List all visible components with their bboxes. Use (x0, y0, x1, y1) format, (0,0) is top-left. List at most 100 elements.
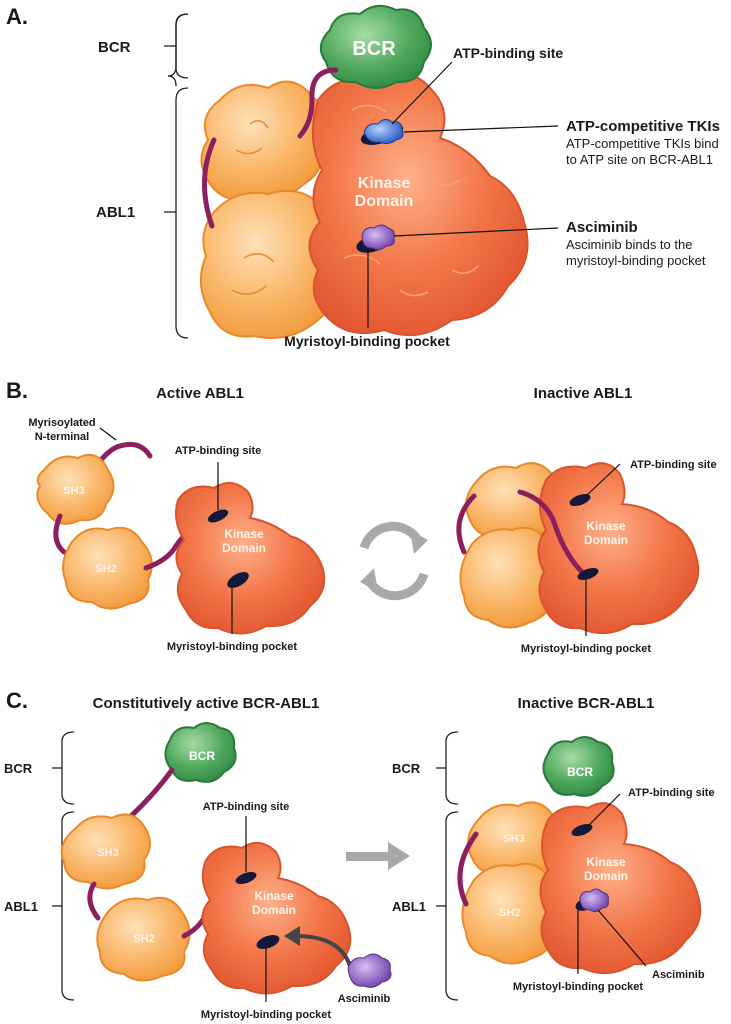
panel-a-letter: A. (6, 4, 28, 29)
kinase-label-1-a: Kinase (358, 175, 411, 192)
myr-nterm-leader (99, 427, 117, 441)
sh3-sh2-linker-c-left (87, 881, 101, 921)
bcr-brace-label: BCR (98, 39, 131, 56)
linker-b-inactive (456, 493, 477, 555)
atp-site-label-b-inactive: ATP-binding site (630, 459, 717, 471)
myr-nterm-label-1: Myrisoylated (28, 417, 95, 429)
kinase-domain-c-right (539, 802, 702, 975)
atp-site-label-a: ATP-binding site (453, 45, 563, 61)
sh2-label-c-left: SH2 (133, 933, 154, 945)
atp-pocket-c-right (571, 823, 593, 837)
transition-arrow-shaft (346, 852, 390, 861)
myr-nterm-label-2: N-terminal (35, 431, 89, 443)
sh3-label-c-left: SH3 (97, 847, 118, 859)
abl1-brace-c-right (445, 811, 459, 1001)
bcr-brace-c (61, 731, 75, 805)
cycle-arrow-top (359, 521, 422, 550)
myristoyl-pocket-label-a: Myristoyl-binding pocket (284, 333, 450, 349)
linker-c-right (457, 831, 479, 907)
sh-surface-lines-a (231, 120, 275, 295)
atp-leader-a (391, 61, 453, 125)
asciminib-leader-c-right (597, 909, 647, 967)
asciminib-molecule-icon (347, 953, 392, 988)
kinase-domain-b-inactive (537, 462, 700, 635)
sh3-sh2-linker-b (53, 513, 67, 555)
asciminib-title-a: Asciminib (566, 219, 638, 236)
kinase-label-1-b: Kinase (224, 527, 264, 541)
myristoyl-pocket-label-c-right: Myristoyl-binding pocket (513, 981, 644, 993)
atp-pocket-b-inactive (569, 493, 591, 507)
myristoyl-pocket-c-left (256, 935, 280, 949)
atp-pocket-b (207, 509, 229, 523)
myristoyl-pocket-label-c-left: Myristoyl-binding pocket (201, 1009, 332, 1021)
kinase-label-2-a: Domain (355, 193, 414, 210)
bcr-linker-a (297, 67, 339, 139)
sh3-label-b: SH3 (63, 485, 84, 497)
tki-title: ATP-competitive TKIs (566, 118, 720, 135)
constitutively-active-title: Constitutively active BCR-ABL1 (93, 695, 320, 712)
bcr-blob-label-c-right: BCR (567, 765, 593, 779)
cycle-arrow-bottom (366, 572, 429, 601)
tki-desc-1: ATP-competitive TKIs bind (566, 136, 719, 151)
myristoyl-pocket-b (227, 572, 249, 588)
asciminib-binding-arrowhead (284, 926, 300, 946)
atp-leader-b-inactive (585, 463, 621, 497)
atp-ligand-icon (363, 118, 404, 145)
cycle-arrowhead-top (410, 530, 428, 554)
panel-c-letter: C. (6, 688, 28, 713)
myristoyl-pocket-label-b: Myristoyl-binding pocket (167, 641, 298, 653)
sh2-domain-b (62, 526, 153, 610)
abl1-brace-label: ABL1 (96, 204, 135, 221)
kinase-label-2-c-left: Domain (252, 903, 296, 917)
bcr-blob-label-a: BCR (352, 38, 396, 60)
atp-leader-c-right (587, 793, 621, 827)
sh3-label-c-right: SH3 (503, 833, 524, 845)
kinase-label-2-b: Domain (222, 541, 266, 555)
atp-site-label-c-right: ATP-binding site (628, 787, 715, 799)
tki-leader (403, 125, 559, 133)
asciminib-icon-a (361, 224, 395, 251)
abl1-brace-label-c: ABL1 (4, 899, 38, 914)
kinase-label-2-b-inactive: Domain (584, 533, 628, 547)
asciminib-binding-arrow (295, 934, 352, 967)
bcr-brace-label-c: BCR (4, 761, 33, 776)
linker-a (202, 137, 217, 229)
myristoyl-pocket-b-inactive (577, 567, 599, 581)
abl1-brace (175, 87, 189, 339)
tki-desc-2: to ATP site on BCR-ABL1 (566, 152, 713, 167)
kinase-domain-c-left (201, 841, 352, 995)
sh3-domain-c-left (60, 813, 151, 890)
sh2-label-b: SH2 (95, 563, 116, 575)
kinase-label-1-b-inactive: Kinase (586, 519, 626, 533)
active-abl1-title: Active ABL1 (156, 385, 244, 402)
sh2-label-c-right: SH2 (499, 907, 520, 919)
cycle-arrowhead-bottom (360, 568, 378, 592)
kinase-surface-lines-a (343, 104, 479, 297)
bcr-domain-c-right (542, 736, 615, 797)
inactive-abl1-title: Inactive ABL1 (534, 385, 633, 402)
kinase-domain-b-active (175, 481, 326, 635)
sh2-domain-a (199, 190, 340, 339)
asciminib-desc-1: Asciminib binds to the (566, 237, 692, 252)
myr-tail-in-pocket-b (517, 489, 585, 575)
bcr-blob-label-c-left: BCR (189, 749, 215, 763)
bcr-brace-c-right (445, 731, 459, 805)
transition-arrowhead (388, 842, 410, 870)
kinase-label-1-c-right: Kinase (586, 855, 626, 869)
atp-pocket-c-left (235, 871, 257, 885)
asciminib-desc-2: myristoyl-binding pocket (566, 253, 706, 268)
atp-site-label-b: ATP-binding site (175, 445, 262, 457)
sh2-domain-c-left (96, 896, 191, 982)
sh3-domain-b (36, 454, 115, 525)
asciminib-label-c-right: Asciminib (652, 969, 705, 981)
inactive-bcr-abl1-title: Inactive BCR-ABL1 (518, 695, 655, 712)
kinase-label-1-c-left: Kinase (254, 889, 294, 903)
sh3-domain-a (200, 80, 324, 200)
asciminib-label-c-left: Asciminib (338, 993, 391, 1005)
asciminib-bound-icon (579, 888, 609, 913)
myristoyl-pocket-label-b-inactive: Myristoyl-binding pocket (521, 643, 652, 655)
kinase-label-2-c-right: Domain (584, 869, 628, 883)
panel-b-letter: B. (6, 378, 28, 403)
bcr-brace-label-c-right: BCR (392, 761, 421, 776)
